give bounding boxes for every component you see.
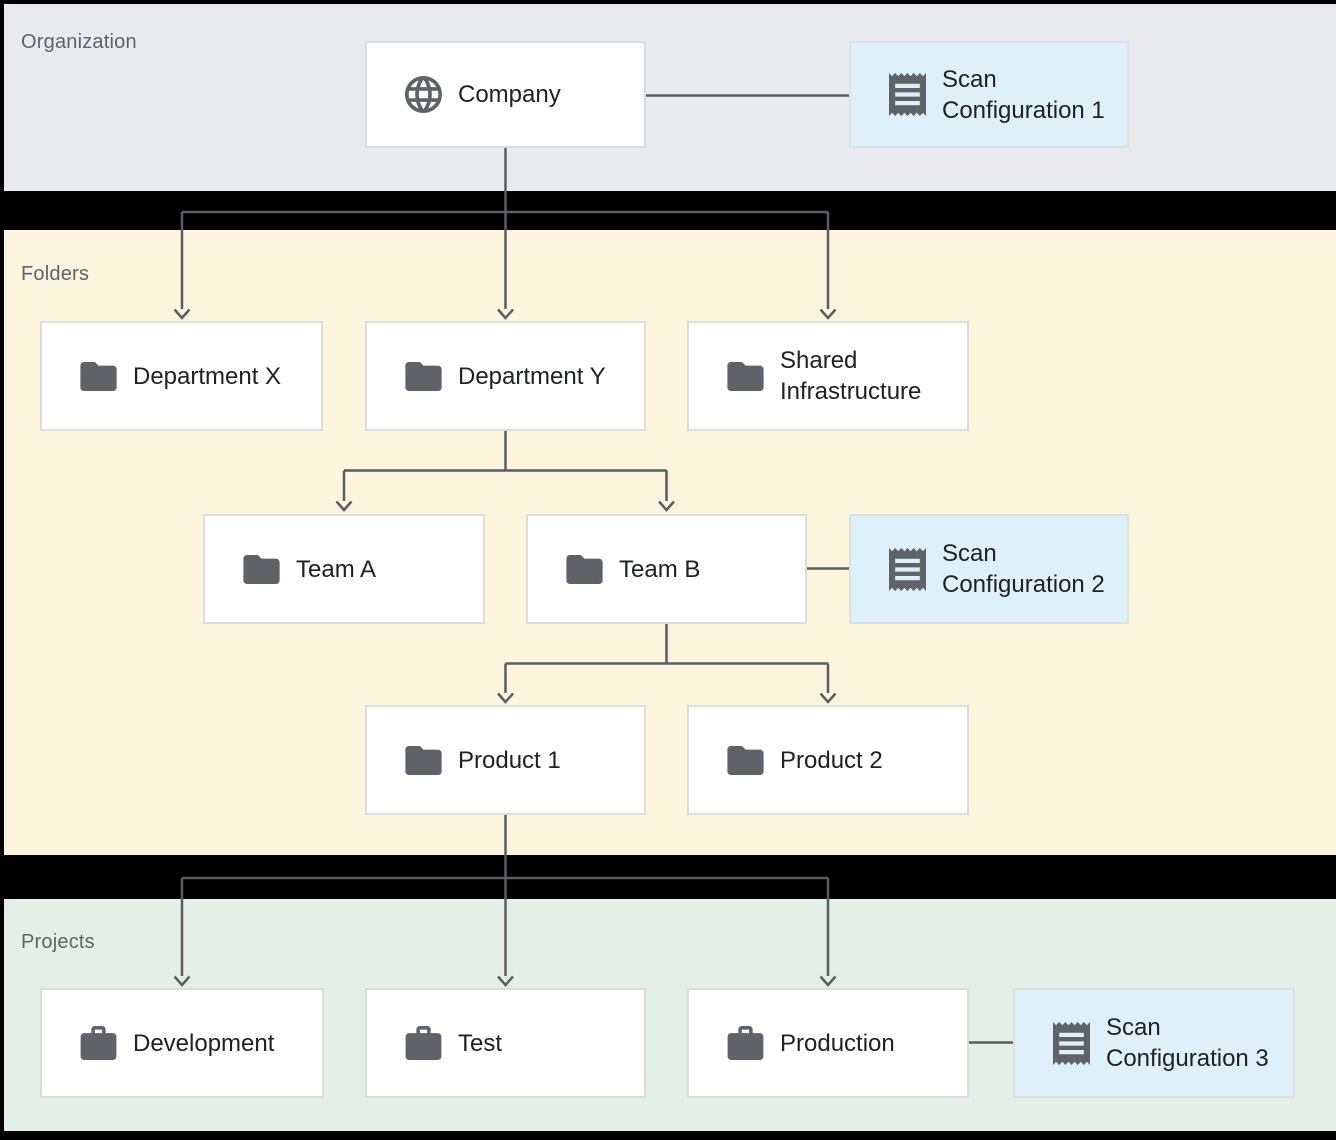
node-team-b: Team B xyxy=(526,514,807,624)
projects-band-label: Projects xyxy=(21,931,95,953)
node-label: Team A xyxy=(296,555,377,583)
node-label: Department Y xyxy=(458,362,606,390)
node-label: Scan Configuration 1 xyxy=(942,65,1105,124)
node-company: Company xyxy=(365,41,646,148)
connector-deptY-to-teams xyxy=(342,431,668,501)
node-label: Product 1 xyxy=(458,746,561,774)
node-team-a: Team A xyxy=(203,514,485,624)
node-label: Scan Configuration 2 xyxy=(942,540,1105,598)
folders-band-label: Folders xyxy=(21,263,90,285)
arrowhead xyxy=(497,692,514,704)
briefcase-icon xyxy=(404,1026,442,1060)
node-label: Team B xyxy=(619,555,701,583)
connector-company-to-folders xyxy=(180,148,830,309)
folder-icon xyxy=(726,745,764,775)
folder-icon xyxy=(404,745,442,775)
node-label: Development xyxy=(133,1029,275,1057)
receipt-icon xyxy=(888,547,926,591)
receipt-icon xyxy=(1052,1021,1090,1065)
node-label: Product 2 xyxy=(780,746,883,774)
arrowhead xyxy=(658,500,675,512)
arrowhead xyxy=(497,975,514,987)
node-scan-configuration-3: Scan Configuration 3 xyxy=(1013,988,1295,1098)
node-shared-infrastructure: Shared Infrastructure xyxy=(687,321,969,431)
arrowhead xyxy=(173,308,191,320)
node-test: Test xyxy=(365,988,646,1098)
connector-teamB-to-products xyxy=(504,624,830,693)
node-department-y: Department Y xyxy=(365,321,646,431)
arrowhead xyxy=(335,500,353,512)
node-scan-configuration-2: Scan Configuration 2 xyxy=(849,514,1129,624)
node-development: Development xyxy=(40,988,324,1098)
globe-icon xyxy=(404,76,442,113)
node-label: Shared Infrastructure xyxy=(780,347,922,405)
node-label: Department X xyxy=(133,362,282,390)
arrowhead xyxy=(819,308,837,320)
node-label: Scan Configuration 3 xyxy=(1106,1014,1269,1072)
node-scan-configuration-1: Scan Configuration 1 xyxy=(849,41,1129,148)
node-product-2: Product 2 xyxy=(687,705,969,815)
node-label: Company xyxy=(458,81,561,108)
folder-icon xyxy=(726,361,764,391)
arrowhead xyxy=(497,308,514,320)
organization-band-label: Organization xyxy=(21,31,137,53)
node-department-x: Department X xyxy=(40,321,323,431)
folder-icon xyxy=(79,361,117,391)
folder-icon xyxy=(565,554,603,584)
node-label: Test xyxy=(458,1029,503,1057)
folder-icon xyxy=(404,361,442,391)
arrowhead xyxy=(819,975,837,987)
arrowhead xyxy=(173,975,191,987)
briefcase-icon xyxy=(79,1026,117,1060)
arrowhead xyxy=(819,692,837,704)
node-product-1: Product 1 xyxy=(365,705,646,815)
connector-product1-to-projects xyxy=(180,815,830,976)
briefcase-icon xyxy=(726,1026,764,1060)
node-label: Production xyxy=(780,1029,895,1057)
node-production: Production xyxy=(687,988,969,1098)
receipt-icon xyxy=(888,73,926,116)
folder-icon xyxy=(242,554,280,584)
